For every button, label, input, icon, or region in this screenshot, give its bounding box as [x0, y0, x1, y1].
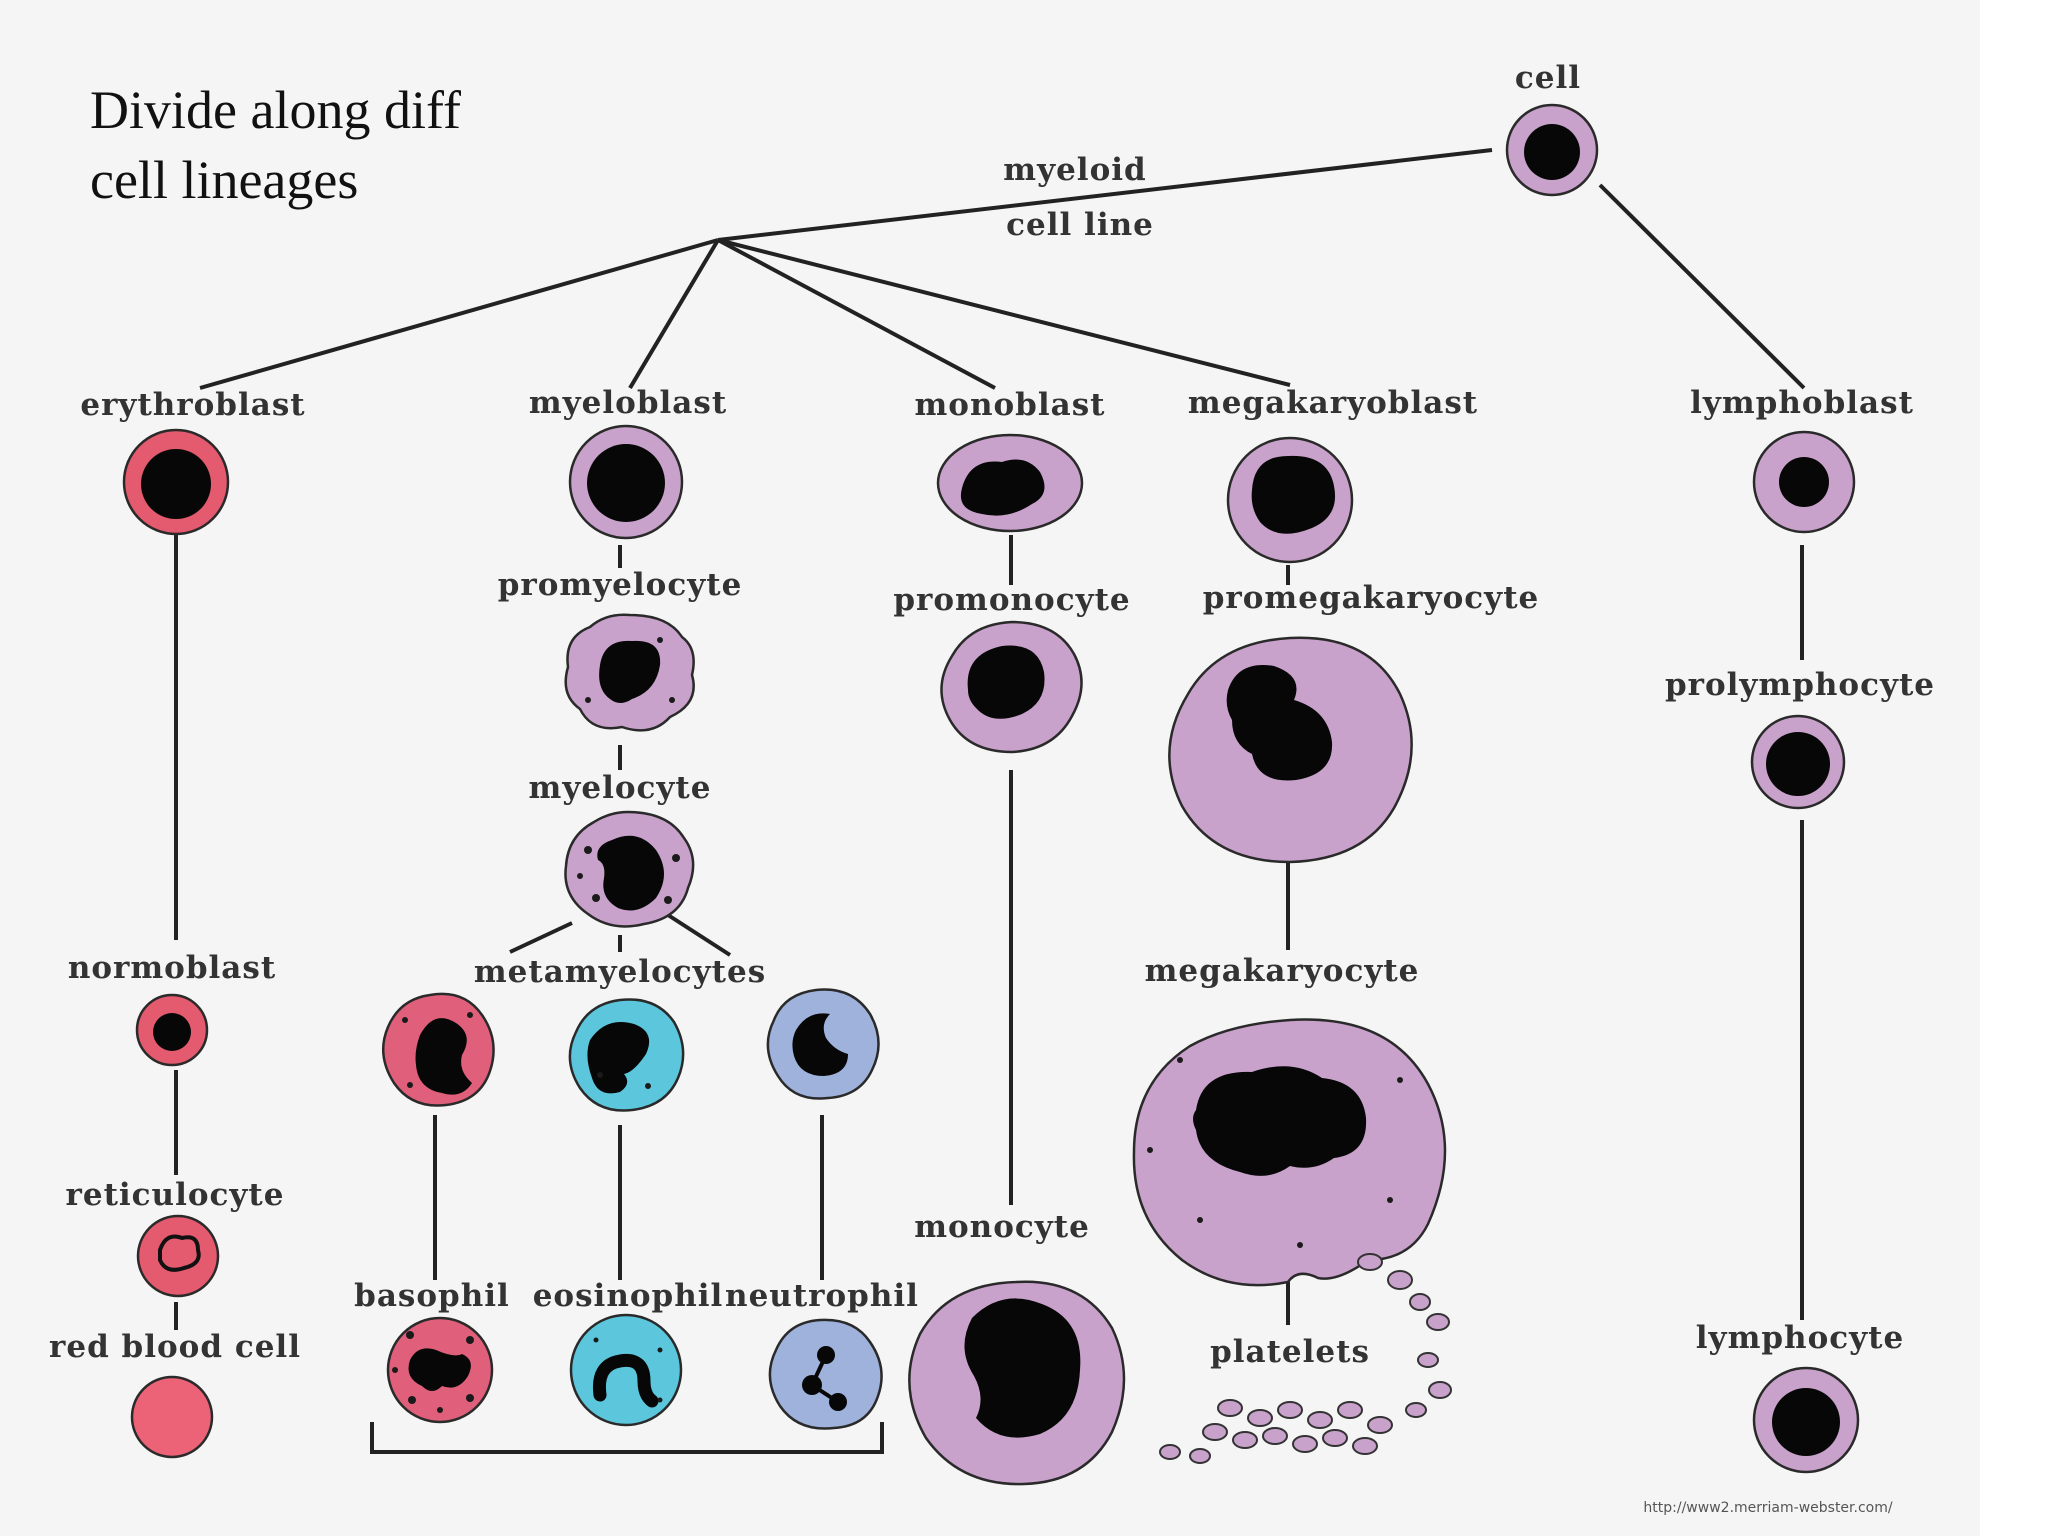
label-platelets: platelets: [1210, 1334, 1370, 1370]
monoblast-cell: [936, 433, 1084, 533]
label-normoblast: normoblast: [68, 950, 276, 986]
label-promegakaryocyte: promegakaryocyte: [1203, 580, 1540, 616]
prolymphocyte-cell: [1750, 714, 1846, 810]
basophil-metamyelocyte-cell: [381, 992, 495, 1107]
label-megakaryocyte: megakaryocyte: [1145, 953, 1420, 989]
megakaryoblast-cell: [1226, 436, 1354, 564]
label-red-blood-cell: red blood cell: [49, 1329, 301, 1365]
basophil-cell: [386, 1316, 494, 1424]
label-myeloid: myeloid: [1003, 152, 1146, 188]
lymphocyte-cell: [1752, 1366, 1860, 1474]
label-neutrophil: neutrophil: [725, 1278, 919, 1314]
label-myeloblast: myeloblast: [529, 385, 727, 421]
label-lymphocyte: lymphocyte: [1696, 1320, 1904, 1356]
myeloblast-cell: [568, 424, 684, 540]
label-promonocyte: promonocyte: [893, 582, 1130, 618]
myelocyte-cell: [564, 810, 695, 928]
label-cell-line: cell line: [1006, 207, 1154, 243]
label-eosinophil: eosinophil: [533, 1278, 724, 1314]
label-prolymphocyte: prolymphocyte: [1665, 667, 1935, 703]
slide-margin: [1980, 0, 2048, 1536]
label-reticulocyte: reticulocyte: [66, 1177, 285, 1213]
label-monoblast: monoblast: [914, 387, 1105, 423]
label-metamyelocytes: metamyelocytes: [474, 954, 766, 990]
cell-lineage-diagram: cell myeloid cell line erythroblast norm…: [49, 60, 1935, 1516]
stem-cell: [1505, 103, 1599, 197]
slide-canvas: [0, 0, 1980, 1536]
red-blood-cell: [130, 1375, 214, 1459]
platelets-group: [1159, 1253, 1452, 1464]
reticulocyte-cell: [136, 1214, 220, 1298]
erythroblast-cell: [122, 428, 230, 536]
label-lymphoblast: lymphoblast: [1690, 385, 1914, 421]
label-monocyte: monocyte: [914, 1209, 1090, 1245]
source-credit: http://www2.merriam-webster.com/: [1643, 1500, 1892, 1516]
connector-lines: [174, 148, 1806, 1454]
eosinophil-metamyelocyte-cell: [568, 998, 685, 1112]
promyelocyte-cell: [564, 613, 695, 732]
label-myelocyte: myelocyte: [529, 770, 712, 806]
monocyte-cell: [908, 1280, 1126, 1486]
eosinophil-cell: [569, 1313, 683, 1427]
slide-title: Divide along diff cell lineages: [90, 80, 461, 210]
lymphoblast-cell: [1752, 430, 1856, 534]
neutrophil-metamyelocyte-cell: [766, 988, 880, 1100]
label-basophil: basophil: [354, 1278, 510, 1314]
label-cell: cell: [1515, 60, 1581, 96]
promonocyte-cell: [940, 620, 1083, 754]
label-megakaryoblast: megakaryoblast: [1188, 385, 1478, 421]
promegakaryocyte-cell: [1168, 636, 1413, 864]
megakaryocyte-cell: [1132, 1018, 1447, 1287]
label-promyelocyte: promyelocyte: [498, 567, 743, 603]
normoblast-cell: [135, 993, 209, 1067]
neutrophil-cell: [768, 1318, 883, 1430]
label-erythroblast: erythroblast: [80, 387, 305, 423]
